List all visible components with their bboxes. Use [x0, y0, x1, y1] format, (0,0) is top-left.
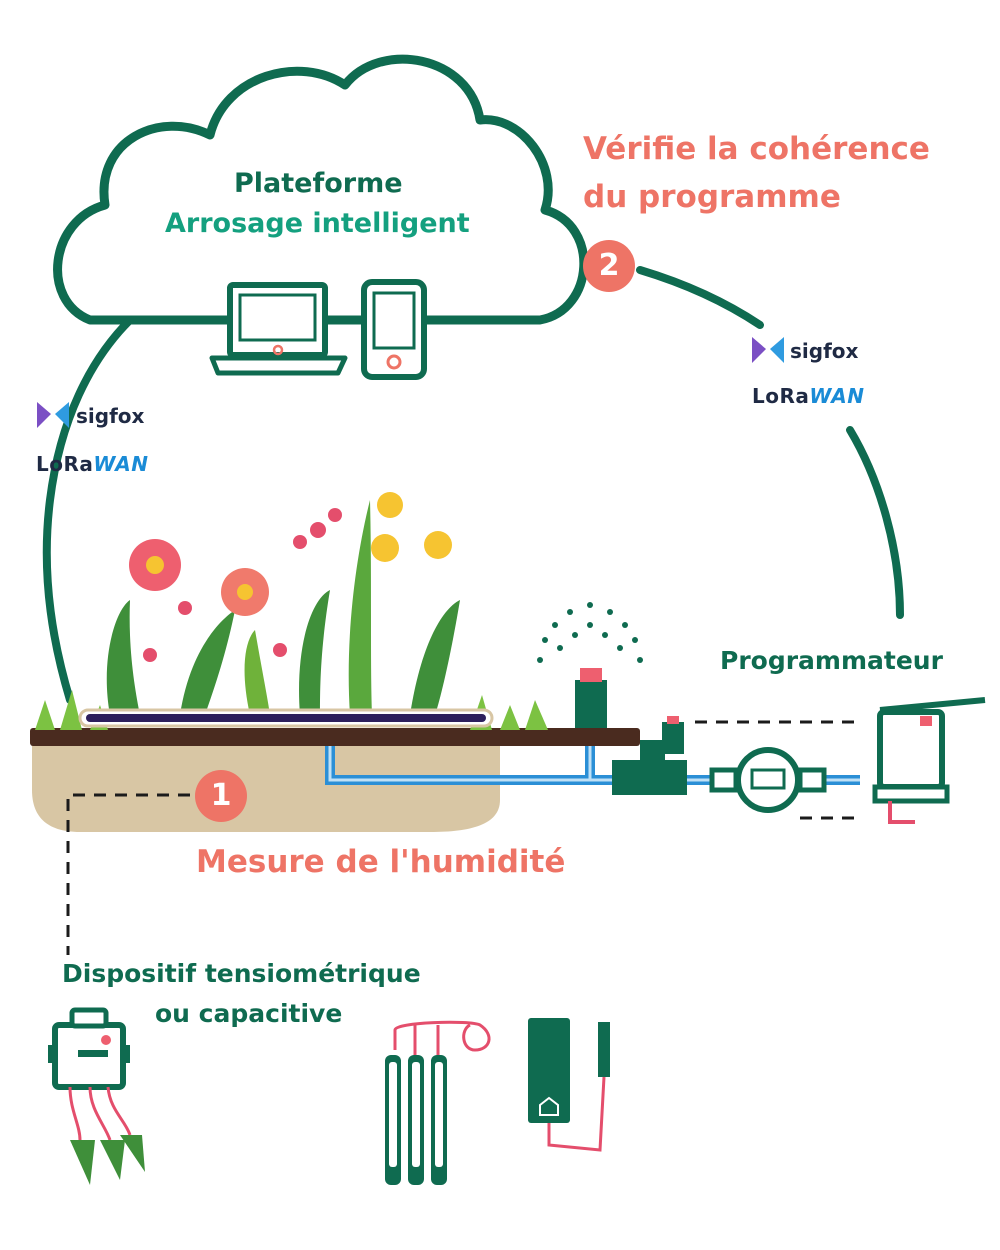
- lorawan-logo-left: LoRaWAN: [36, 452, 148, 476]
- step2-label-line1: Vérifie la cohérence: [583, 131, 930, 167]
- dashed-connectors: [66, 720, 860, 955]
- step1-badge: 1: [195, 770, 247, 822]
- lorawan-prefix: LoRa: [752, 384, 810, 408]
- lorawan-suffix: WAN: [93, 452, 149, 476]
- platform-subtitle: Arrosage intelligent: [165, 208, 470, 239]
- tensiometer-box-icon: [48, 1007, 145, 1185]
- sigfox-logo-left: sigfox: [76, 404, 144, 428]
- step2-label-line2: du programme: [583, 179, 841, 215]
- transmitter-icon: [528, 1018, 610, 1152]
- programmer-device-icon: [872, 697, 986, 824]
- flowers: [129, 492, 452, 662]
- left-link-line: [42, 316, 134, 704]
- soil-bed: [32, 742, 500, 832]
- water-meter-icon: [709, 747, 827, 813]
- step1-label: Mesure de l'humidité: [196, 844, 566, 880]
- lorawan-text-right: LoRaWAN: [752, 384, 864, 408]
- programmer-label: Programmateur: [720, 646, 943, 675]
- lorawan-logo-right: LoRaWAN: [752, 384, 864, 408]
- platform-title: Plateforme: [234, 168, 403, 199]
- sigfox-text-right: sigfox: [790, 339, 859, 363]
- right-link-line-top: [636, 266, 764, 329]
- right-link-line-bottom: [846, 426, 904, 619]
- soil-surface: [30, 728, 640, 746]
- device-label-line2: ou capacitive: [155, 999, 343, 1028]
- sigfox-text-left: sigfox: [76, 404, 145, 428]
- sprinkler-icon: [537, 602, 643, 728]
- capacitive-probes-icon: [385, 1020, 491, 1185]
- sigfox-logo-right: sigfox: [790, 339, 858, 363]
- sigfox-icon-left: [37, 402, 69, 428]
- valve-icon: [612, 716, 687, 795]
- sigfox-icon-right: [752, 337, 784, 363]
- phone-icon: [361, 279, 427, 380]
- laptop-icon: [209, 282, 348, 376]
- lorawan-prefix: LoRa: [36, 452, 94, 476]
- step2-badge: 2: [583, 240, 635, 292]
- lorawan-suffix: WAN: [809, 384, 865, 408]
- device-label-line1: Dispositif tensiométrique: [62, 959, 421, 988]
- lorawan-text-left: LoRaWAN: [36, 452, 148, 476]
- plant-leaves: [106, 500, 460, 715]
- cloud-shape: [53, 54, 589, 325]
